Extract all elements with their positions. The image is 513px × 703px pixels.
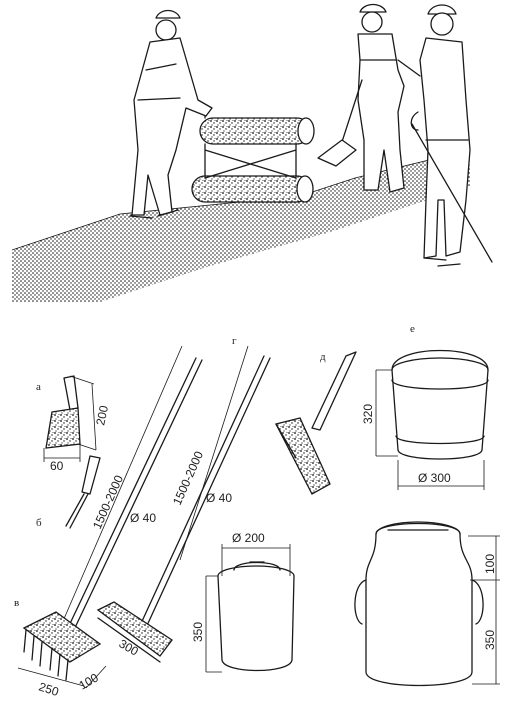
tool-rammer bbox=[275, 351, 357, 495]
label-e: е bbox=[410, 323, 415, 335]
worker-shovel bbox=[317, 3, 421, 193]
rake-handle-length-dim: 1500-2000 bbox=[90, 473, 126, 531]
small-bucket-height-dim: 350 bbox=[191, 622, 205, 642]
spatula-width-dim: 60 bbox=[50, 459, 64, 473]
spatula-length-dim: 200 bbox=[93, 404, 111, 427]
tool-rake bbox=[17, 345, 203, 689]
rake-handle-diam-dim: Ø 40 bbox=[130, 511, 156, 525]
label-v: в bbox=[14, 597, 19, 609]
rake-width-dim: 250 bbox=[37, 680, 61, 700]
scraper-handle-diam-dim: Ø 40 bbox=[206, 491, 232, 505]
can-top-dim: 100 bbox=[483, 554, 497, 574]
tool-spatula bbox=[43, 375, 97, 462]
work-scene bbox=[11, 3, 493, 302]
small-bucket-diam-dim: Ø 200 bbox=[232, 531, 265, 545]
tool-knife bbox=[65, 455, 101, 529]
label-a: а bbox=[36, 381, 41, 393]
bucket-small bbox=[205, 544, 295, 673]
worker-roller bbox=[129, 9, 213, 219]
asphalt-strip bbox=[12, 150, 470, 302]
label-d: д bbox=[320, 351, 326, 363]
bucket-height-dim: 320 bbox=[361, 404, 375, 424]
hand-roller bbox=[191, 105, 315, 203]
can-height-dim: 350 bbox=[483, 630, 497, 650]
bucket-large bbox=[375, 349, 489, 490]
bucket-diam-dim: Ø 300 bbox=[418, 471, 451, 485]
scraper-handle-length-dim: 1500-2000 bbox=[170, 449, 206, 507]
label-g: г bbox=[232, 335, 237, 347]
tool-scraper bbox=[96, 345, 271, 663]
milk-can bbox=[354, 521, 500, 687]
rake-depth-dim: 100 bbox=[77, 670, 102, 692]
worker-rake bbox=[410, 4, 493, 267]
label-b: б bbox=[36, 517, 42, 529]
